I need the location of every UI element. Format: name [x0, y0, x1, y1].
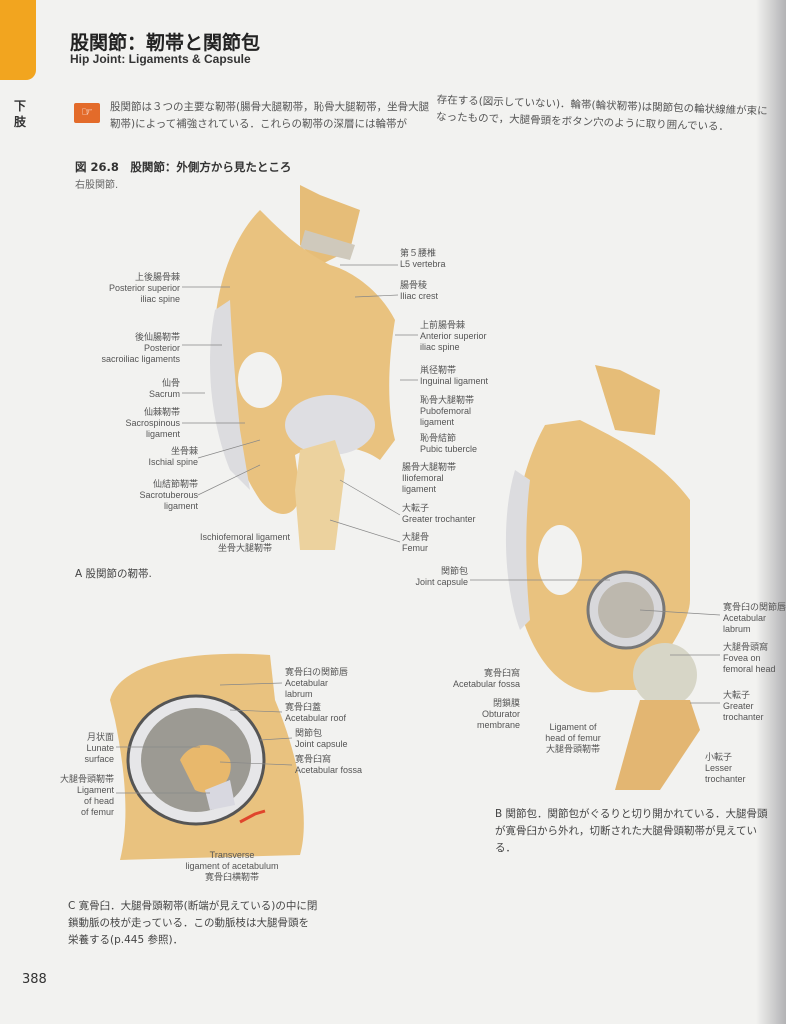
intro-paragraph-1: 股関節は３つの主要な靭帯(腸骨大腿靭帯，恥骨大腿靭帯，坐骨大腿靭帯)によって補強… [110, 101, 430, 130]
figure-a-caption: A 股関節の靭帯. [75, 568, 152, 580]
page-edge-shadow [756, 0, 786, 1024]
chapter-tab [0, 0, 36, 80]
figure-a-illustration [210, 185, 395, 550]
leader-lines [116, 264, 721, 794]
figure-c-caption: C 寛骨臼．大腿骨頭靭帯(断端が見えている)の中に閉鎖動脈の枝が走っている．この… [68, 900, 318, 946]
figure-b-illustration [505, 365, 700, 790]
page-number: 388 [22, 972, 47, 987]
figure-b-caption: B 関節包．関節包がぐるりと切り開かれている．大腿骨頭が寛骨臼から外れ，切断され… [495, 808, 768, 854]
figure-c-illustration [110, 653, 304, 860]
figure-subcaption: 右股関節. [75, 180, 119, 191]
figure-caption: 図 26.8 股関節：外側方から見たところ [75, 160, 292, 174]
page-title: 股関節：靭帯と関節包 [70, 32, 261, 54]
page-subtitle: Hip Joint: Ligaments & Capsule [70, 52, 251, 66]
pointing-hand-icon: ☞ [74, 103, 100, 123]
section-side-label: 下肢 [14, 99, 27, 129]
